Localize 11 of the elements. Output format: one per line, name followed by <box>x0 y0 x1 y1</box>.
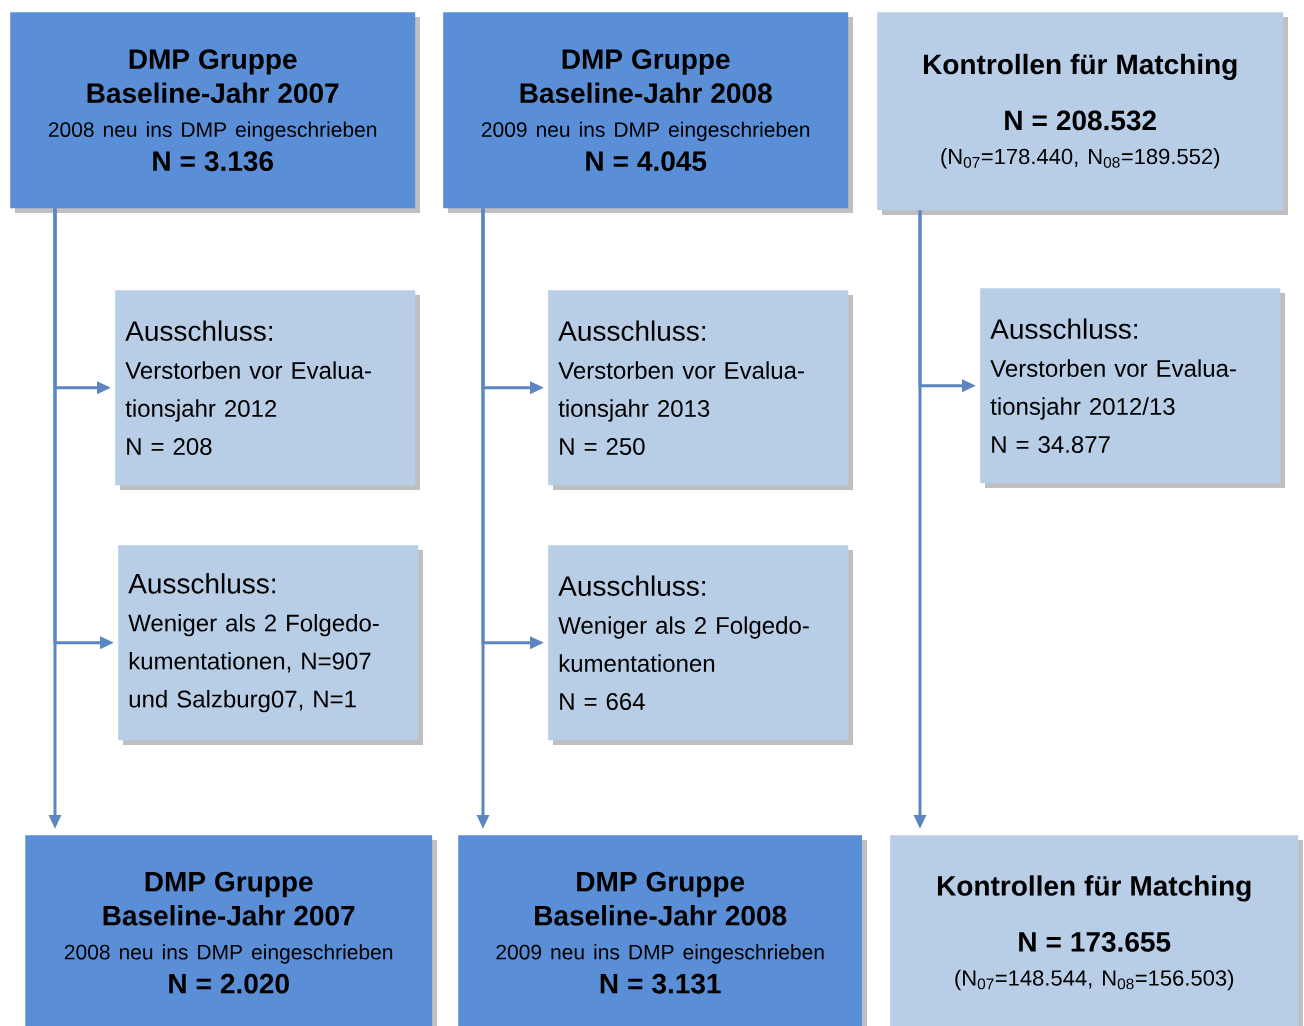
exclusion-box: Ausschluss: Verstorben vor Evalua-tionsjahr 2012/13 N = 34.877 <box>980 288 1285 488</box>
exclusion-box: Ausschluss: Verstorben vor Evalua-tionsjahr 2013 N = 250 <box>548 290 853 490</box>
exclusion-box: Ausschluss: Weniger als 2 Folgedo-kumentationen, N=907 und Salzburg07, N=1 <box>118 545 423 745</box>
cohort-box: DMP Gruppe Baseline-Jahr 2007 2008 neu ins DMP eingeschrieben N = 3.136 <box>10 12 420 213</box>
cohort-box: DMP Gruppe Baseline-Jahr 2008 2009 neu ins DMP eingeschrieben N = 3.131 <box>458 835 867 1026</box>
cohort-box: DMP Gruppe Baseline-Jahr 2007 2008 neu ins DMP eingeschrieben N = 2.020 <box>25 835 437 1026</box>
cohort-box: Kontrollen für Matching N = 173.655 (N$_{07}$=148.544, N$_{08}$=156.503) <box>890 835 1303 1026</box>
exclusion-box: Ausschluss: Weniger als 2 Folgedo-kumentationen N = 664 <box>548 545 853 745</box>
cohort-box: DMP Gruppe Baseline-Jahr 2008 2009 neu ins DMP eingeschrieben N = 4.045 <box>443 12 853 213</box>
exclusion-box: Ausschluss: Verstorben vor Evalua-tionsjahr 2012 N = 208 <box>115 290 420 490</box>
cohort-box: Kontrollen für Matching N = 208.532 (N$_{07}$=178.440, N$_{08}$=189.552) <box>877 12 1288 215</box>
